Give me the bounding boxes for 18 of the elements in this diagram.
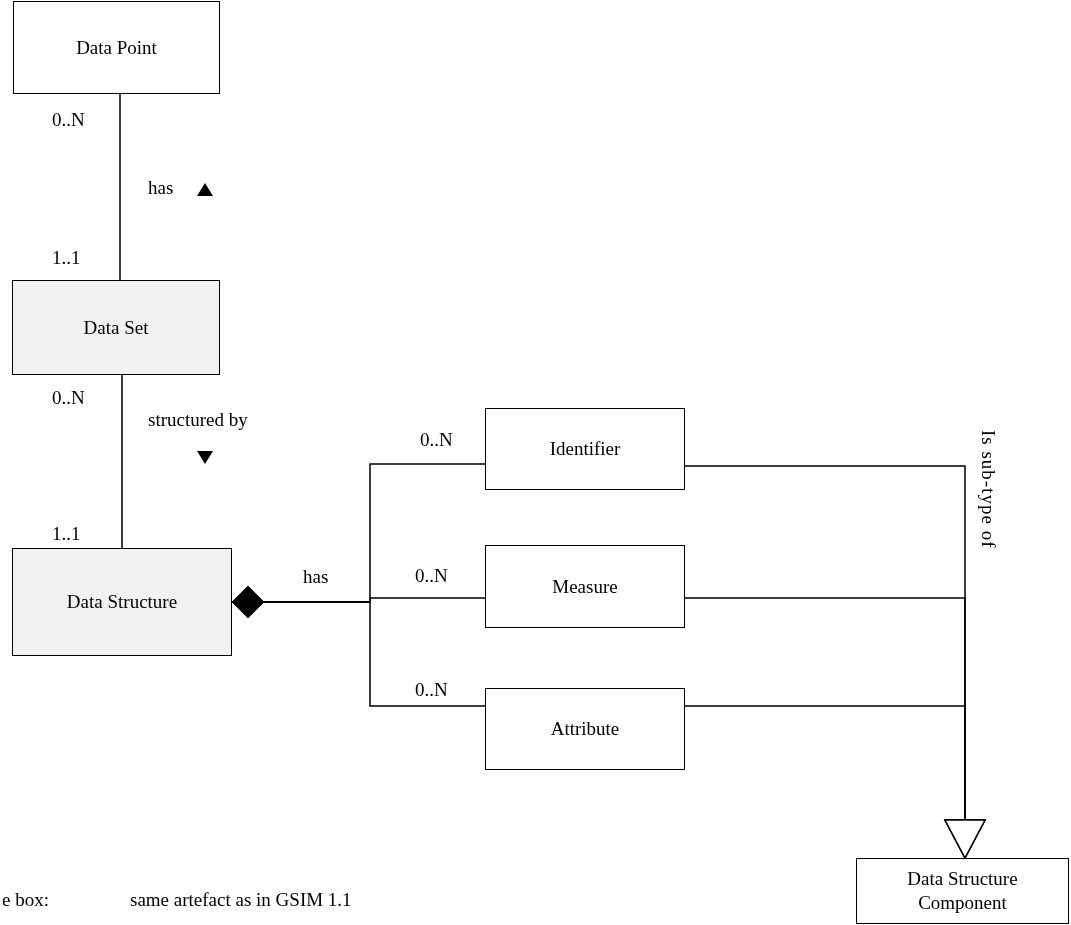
connector-line [121, 374, 123, 549]
class-name: Data Structure Component [906, 867, 1019, 915]
class-box [485, 545, 685, 628]
class-box [12, 280, 220, 375]
connector-line [231, 586, 486, 707]
class-name: Data Set [83, 315, 149, 340]
class-box [13, 1, 220, 94]
class-name: Measure [552, 574, 618, 599]
class-box [12, 548, 232, 656]
class-name: Data Structure [66, 590, 178, 614]
class-box [856, 858, 1069, 924]
class-box [485, 688, 685, 770]
class-name: Attribute [550, 717, 620, 741]
class-name: Identifier [549, 437, 621, 461]
class-name: Data Point [76, 35, 157, 60]
connector-line [684, 705, 986, 859]
class-box [485, 408, 685, 490]
connector-line [119, 93, 121, 281]
